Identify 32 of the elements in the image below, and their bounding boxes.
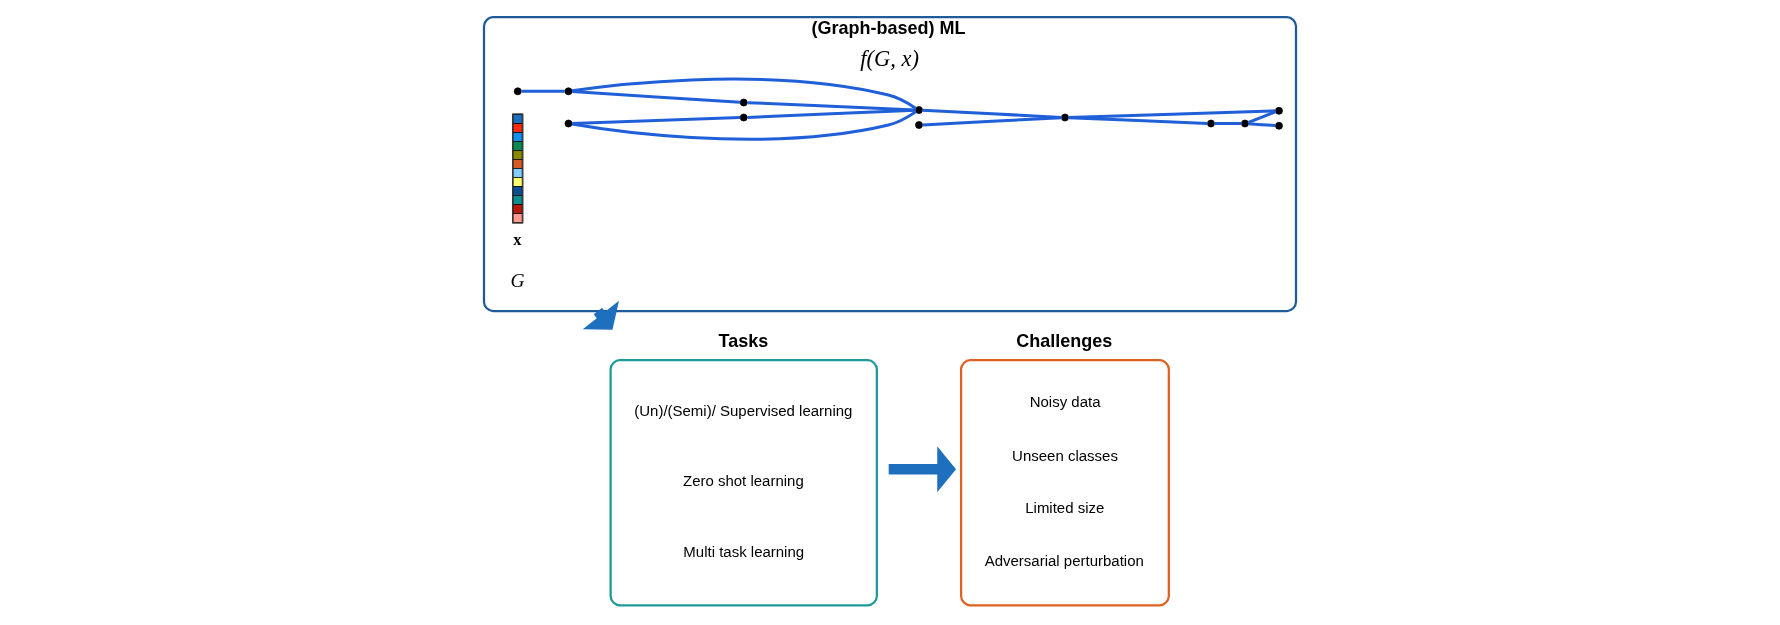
connector	[747, 101, 916, 112]
connector	[572, 116, 741, 125]
arrow	[888, 446, 957, 493]
label: G	[510, 270, 525, 292]
node-circle	[1061, 113, 1069, 122]
connector	[747, 108, 916, 119]
connector	[1068, 109, 1276, 119]
connector	[922, 116, 1062, 127]
node-circle	[915, 121, 923, 129]
node-label: Tasks	[718, 331, 769, 352]
connector	[521, 89, 565, 93]
node-box: Noisy data Unseen classes Limited size Adversarial perturbation	[960, 359, 1170, 607]
node-circle	[1207, 119, 1215, 128]
node-label: Challenges	[1016, 331, 1113, 352]
connector	[1214, 122, 1242, 125]
node-circle	[739, 113, 748, 122]
connector	[1248, 122, 1276, 128]
node-box: (Un)/(Semi)/ Supervised learning Zero shot learning Multi task learning	[609, 359, 878, 607]
connector	[1247, 110, 1277, 124]
node-circle	[1241, 119, 1249, 128]
node-circle	[564, 87, 573, 96]
connector	[572, 89, 741, 104]
node-circle	[513, 87, 522, 96]
connector	[571, 110, 917, 141]
node-circle	[564, 119, 573, 128]
node-circle	[1275, 106, 1283, 115]
node-circle	[739, 98, 748, 107]
node-circle	[1275, 121, 1283, 130]
connector	[571, 77, 917, 110]
node-circle	[915, 106, 923, 114]
arrow	[582, 300, 619, 330]
node-label: x	[513, 229, 522, 249]
